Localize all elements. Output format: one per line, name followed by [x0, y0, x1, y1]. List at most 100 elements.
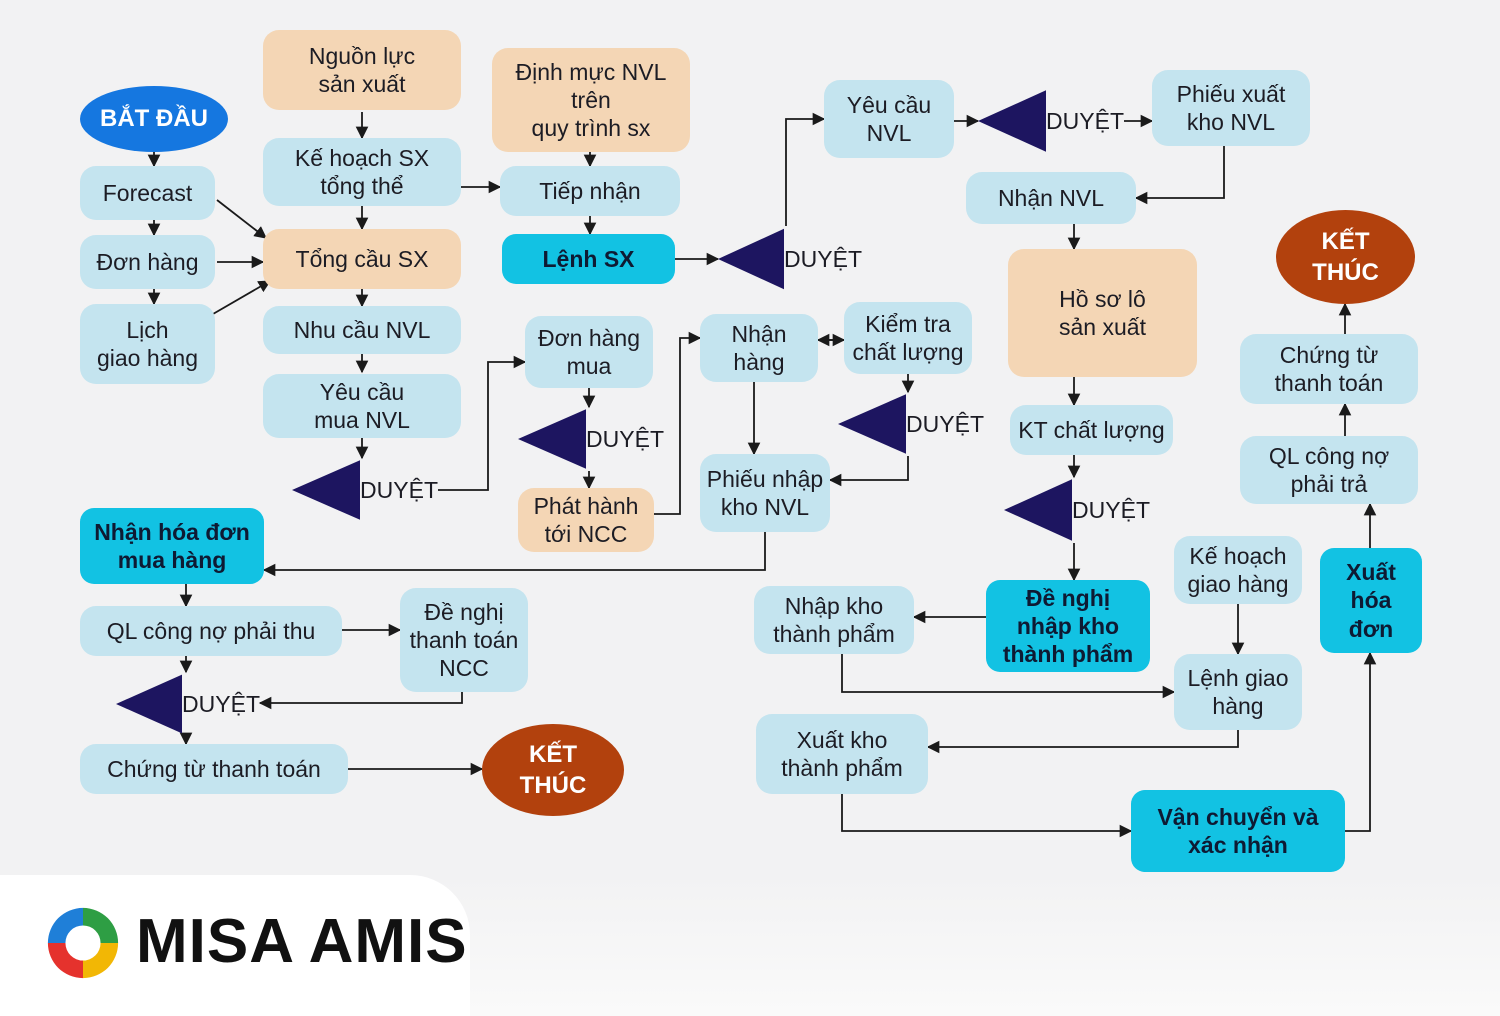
node-label: Nhận hàng	[731, 320, 787, 375]
connector-phieu-xuat-to-nhan-nvl	[1134, 146, 1225, 205]
node-label: Phiếu xuất kho NVL	[1176, 80, 1286, 135]
node-label: QL công nợ phải thu	[106, 617, 316, 644]
node-duyet-tt: DUYỆT	[116, 672, 260, 736]
node-ho-so-lo: Hồ sơ lô sản xuất	[1008, 249, 1197, 377]
node-label: DUYỆT	[1072, 496, 1150, 523]
node-label: Nhận NVL	[997, 184, 1105, 211]
node-xuat-hoa-don: Xuất hóa đơn	[1320, 548, 1422, 653]
node-tong-cau: Tổng cầu SX	[263, 229, 461, 289]
node-nhan-nvl: Nhận NVL	[966, 172, 1136, 224]
node-yc-mua-nvl: Yêu cầu mua NVL	[263, 374, 461, 438]
node-label: DUYỆT	[906, 410, 984, 437]
node-ket-thuc-1: KẾT THÚC	[482, 724, 624, 816]
decision-diamond-shape	[718, 228, 785, 290]
connector-duyet-mua-to-don-hang-mua	[438, 355, 527, 491]
node-label: Yêu cầu mua NVL	[314, 378, 410, 433]
node-chung-tu-tt2: Chứng từ thanh toán	[1240, 334, 1418, 404]
node-label: DUYỆT	[784, 245, 862, 272]
brand-name: MISA AMIS	[136, 907, 468, 976]
node-label: DUYỆT	[586, 425, 664, 452]
node-label: Xuất kho thành phẩm	[781, 726, 903, 781]
connector-nhap-kho-tp-to-lenh-gh	[841, 654, 1176, 699]
node-duyet-mua: DUYỆT	[292, 458, 438, 522]
node-label: Kế hoạch giao hàng	[1187, 542, 1289, 597]
node-label: Kiểm tra chất lượng	[852, 310, 964, 365]
connector-forecast-to-tong-cau	[216, 199, 267, 239]
node-label: Lệnh giao hàng	[1187, 664, 1289, 719]
node-start: BẮT ĐẦU	[80, 86, 228, 152]
node-label: Nhu cầu NVL	[293, 316, 431, 343]
decision-diamond-shape	[116, 674, 183, 734]
node-dinh-muc: Định mực NVL trên quy trình sx	[492, 48, 690, 152]
node-label: Đề nghị nhập kho thành phẩm	[1002, 584, 1134, 668]
node-label: Kế hoạch SX tổng thể	[294, 144, 430, 199]
node-ql-phai-tra: QL công nợ phải trả	[1240, 436, 1418, 504]
node-chung-tu-tt: Chứng từ thanh toán	[80, 744, 348, 794]
node-label: Yêu cầu NVL	[846, 91, 932, 146]
connector-phat-hanh-to-nhan-hang	[654, 331, 702, 515]
node-nhap-kho-tp: Nhập kho thành phẩm	[754, 586, 914, 654]
node-label: Tiếp nhận	[539, 177, 641, 204]
node-label: Nguồn lực sản xuất	[308, 42, 416, 97]
misa-amis-logo-icon	[47, 907, 119, 979]
node-ql-phai-thu: QL công nợ phải thu	[80, 606, 342, 656]
node-lenh-sx: Lệnh SX	[502, 234, 675, 284]
node-label: Xuất hóa đơn	[1346, 559, 1396, 642]
node-label: DUYỆT	[360, 476, 438, 503]
node-label: Vận chuyển và xác nhận	[1157, 803, 1319, 858]
node-label: KT chất lượng	[1018, 416, 1165, 443]
node-nhu-cau-nvl: Nhu cầu NVL	[263, 306, 461, 354]
node-nhan-hang: Nhận hàng	[700, 314, 818, 382]
node-label: Nhập kho thành phẩm	[773, 592, 895, 647]
node-label: Tổng cầu SX	[295, 245, 429, 272]
node-yc-nvl: Yêu cầu NVL	[824, 80, 954, 158]
node-de-nghi-nhap: Đề nghị nhập kho thành phẩm	[986, 580, 1150, 672]
node-de-nghi-tt: Đề nghị thanh toán NCC	[400, 588, 528, 692]
node-label: KẾT THÚC	[1312, 227, 1379, 286]
node-tiep-nhan: Tiếp nhận	[500, 166, 680, 216]
node-duyet-kt: DUYỆT	[838, 392, 984, 456]
node-ke-hoach-gh: Kế hoạch giao hàng	[1174, 536, 1302, 604]
node-label: Đề nghị thanh toán NCC	[409, 598, 519, 682]
node-ke-hoach: Kế hoạch SX tổng thể	[263, 138, 461, 206]
node-lich-giao: Lịch giao hàng	[80, 304, 215, 384]
decision-diamond-shape	[1004, 479, 1073, 541]
node-label: Nhận hóa đơn mua hàng	[94, 518, 250, 573]
node-label: KẾT THÚC	[519, 740, 587, 799]
decision-diamond-shape	[978, 90, 1047, 152]
node-xuat-kho-tp: Xuất kho thành phẩm	[756, 714, 928, 794]
node-label: Định mực NVL trên quy trình sx	[515, 58, 667, 142]
node-duyet-lenh: DUYỆT	[718, 226, 862, 292]
node-label: Phiếu nhập kho NVL	[706, 465, 824, 520]
node-duyet-dhm: DUYỆT	[518, 407, 664, 471]
node-label: QL công nợ phải trả	[1268, 442, 1390, 497]
node-van-chuyen: Vận chuyển và xác nhận	[1131, 790, 1345, 872]
node-label: Chứng từ thanh toán	[1274, 341, 1384, 396]
node-label: DUYỆT	[1046, 107, 1124, 134]
node-lenh-gh: Lệnh giao hàng	[1174, 654, 1302, 730]
node-label: Phát hành tới NCC	[533, 492, 639, 547]
node-label: BẮT ĐẦU	[100, 105, 208, 133]
node-label: Hồ sơ lô sản xuất	[1059, 285, 1146, 340]
node-forecast: Forecast	[80, 166, 215, 220]
connector-phieu-nhap-to-nhan-hoa-don	[262, 532, 766, 577]
node-label: Chứng từ thanh toán	[107, 755, 321, 782]
node-kiem-tra: Kiểm tra chất lượng	[844, 302, 972, 374]
connector-lenh-gh-to-xuat-kho-tp	[926, 730, 1239, 754]
node-label: Đơn hàng mua	[537, 324, 641, 379]
node-phat-hanh: Phát hành tới NCC	[518, 488, 654, 552]
connector-lich-giao-to-tong-cau	[212, 280, 272, 315]
node-nguon-luc: Nguồn lực sản xuất	[263, 30, 461, 110]
connector-de-nghi-tt-to-duyet-tt	[258, 692, 463, 710]
node-don-hang: Đơn hàng	[80, 235, 215, 289]
decision-diamond-shape	[518, 409, 587, 469]
decision-diamond-shape	[838, 394, 907, 454]
connector-duyet-lenh-to-yc-nvl	[785, 112, 826, 226]
node-label: Forecast	[102, 179, 193, 206]
node-duyet-nvl: DUYỆT	[978, 88, 1124, 154]
node-label: Lịch giao hàng	[96, 316, 199, 371]
node-label: Lệnh SX	[542, 245, 635, 272]
node-phieu-nhap: Phiếu nhập kho NVL	[700, 454, 830, 532]
connector-xuat-kho-tp-to-van-chuyen	[841, 794, 1133, 838]
